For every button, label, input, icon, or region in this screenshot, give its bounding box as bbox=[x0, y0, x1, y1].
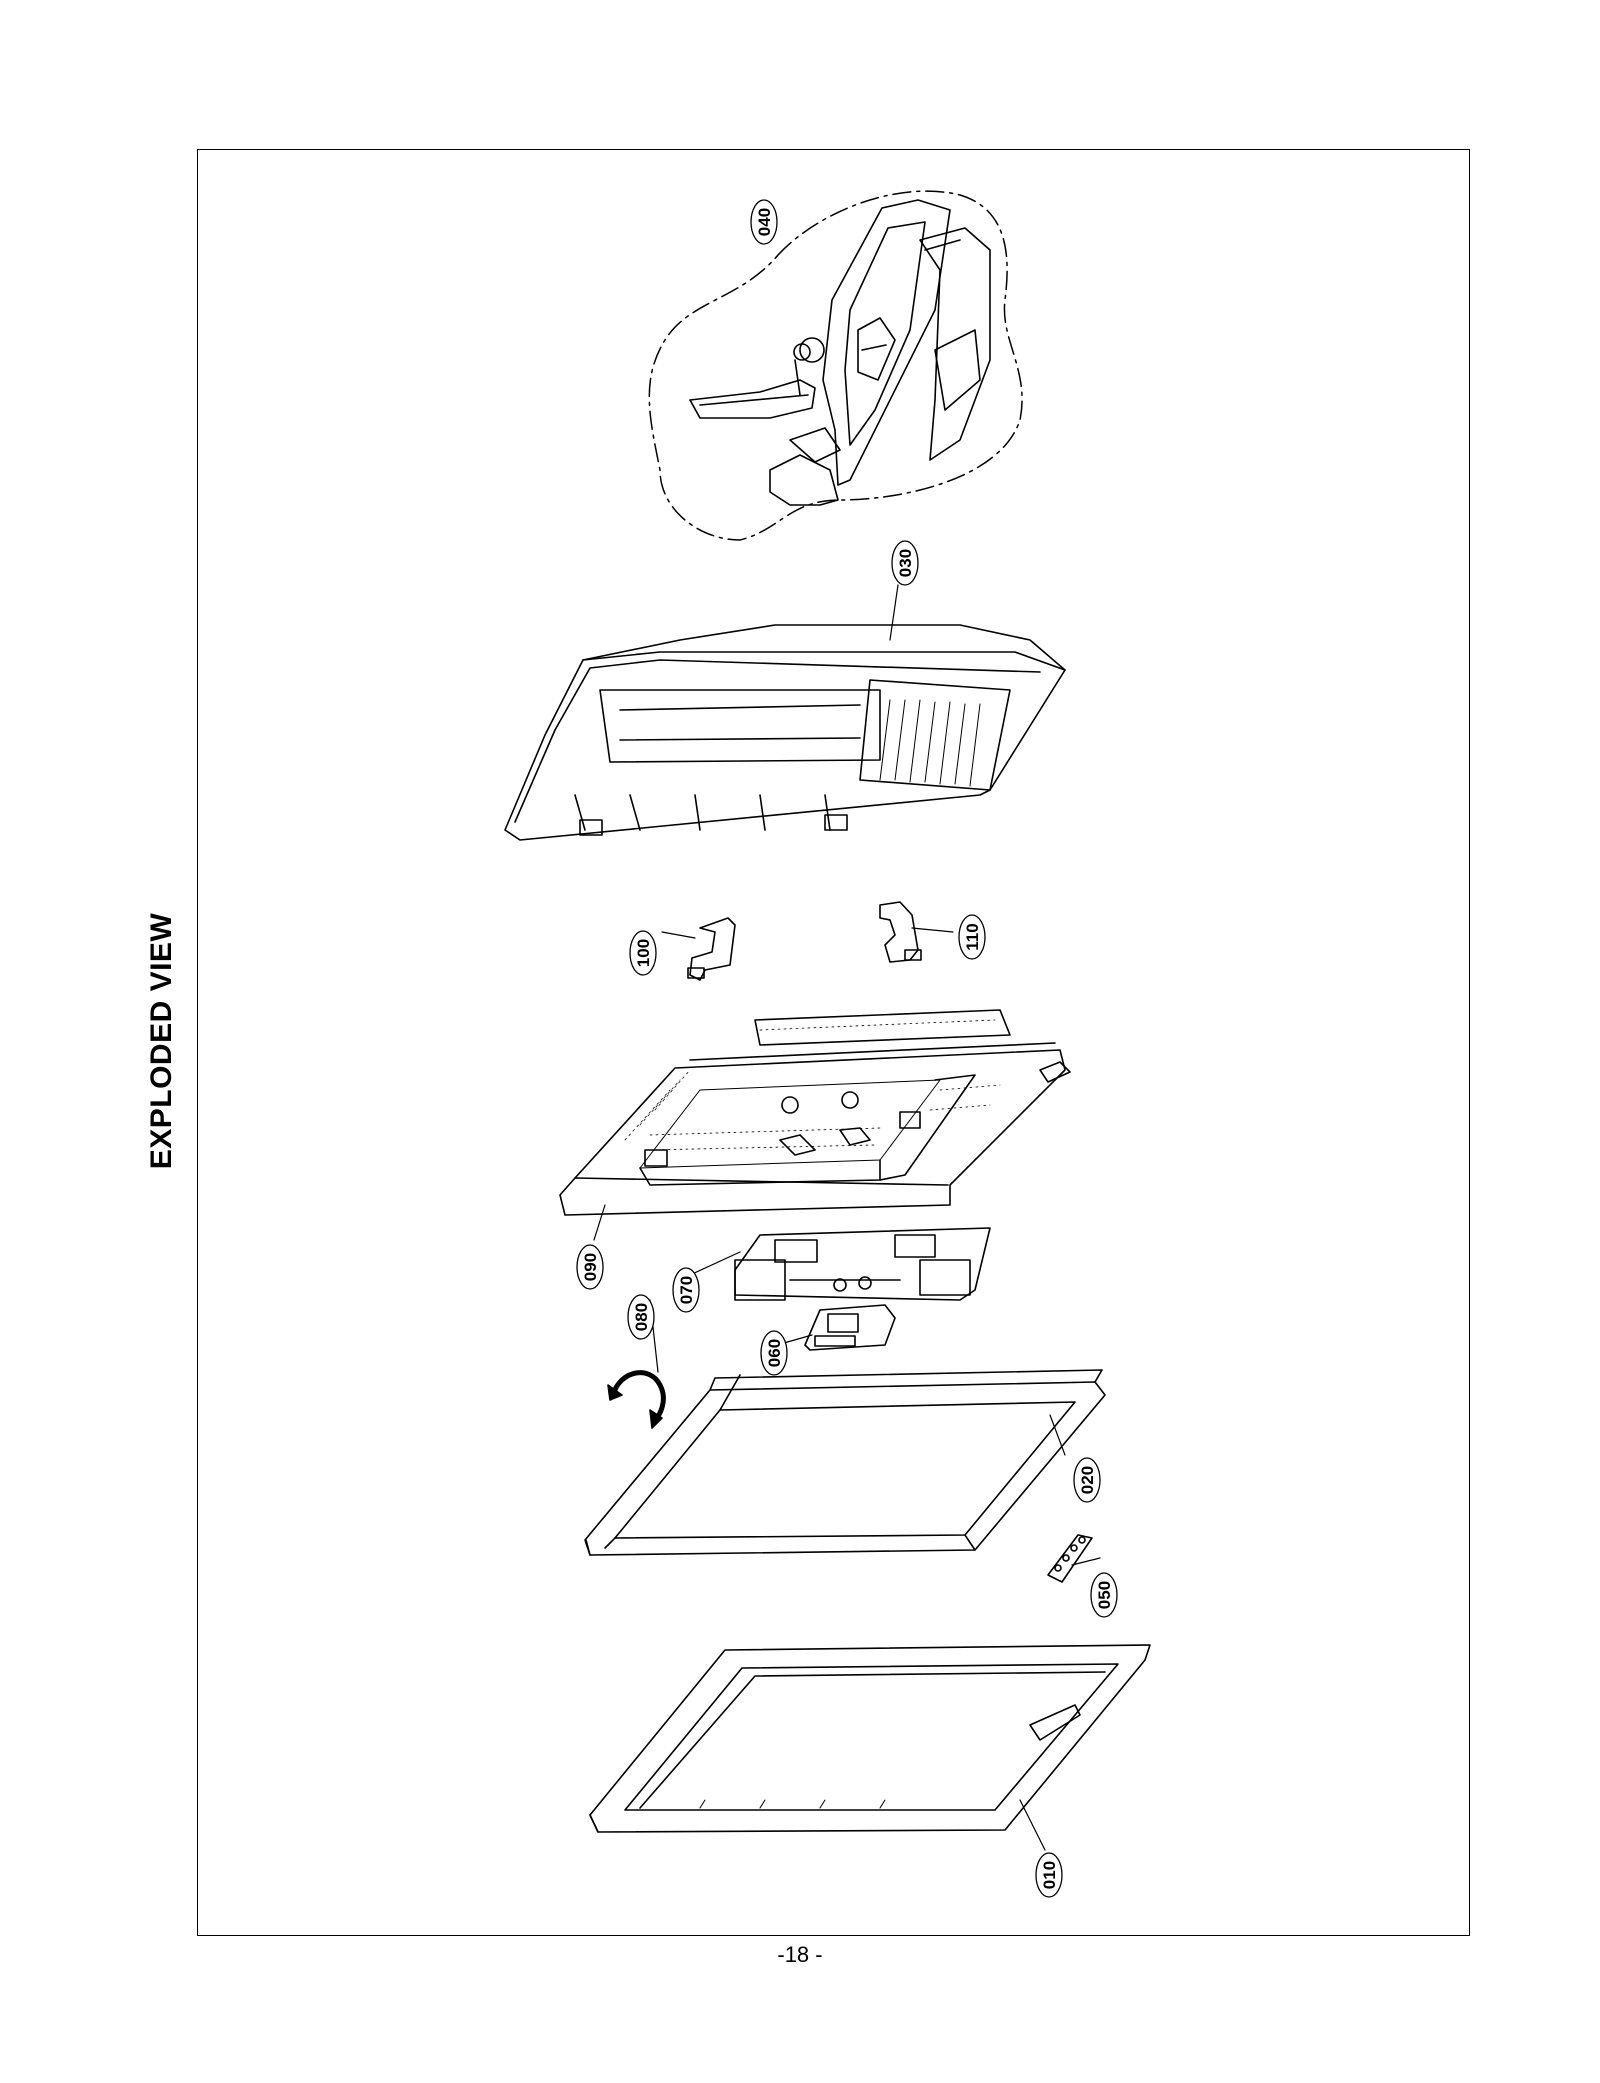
callout-070: 070 bbox=[672, 1267, 700, 1313]
callout-100-label: 100 bbox=[634, 939, 653, 967]
front-cabinet-drawing bbox=[589, 1644, 1151, 1833]
callout-050: 050 bbox=[1090, 1572, 1118, 1618]
callout-030: 030 bbox=[891, 540, 919, 586]
back-cover-drawing bbox=[504, 624, 1066, 841]
main-chassis-drawing bbox=[559, 1009, 1071, 1216]
callout-050-label: 050 bbox=[1095, 1581, 1114, 1609]
callout-010: 010 bbox=[1035, 1852, 1063, 1898]
main-pcb-drawing bbox=[734, 1227, 991, 1301]
leader-lines bbox=[593, 247, 1101, 1851]
callout-110-label: 110 bbox=[963, 923, 982, 950]
page-number: -18 - bbox=[777, 1942, 823, 1967]
lcd-panel-drawing bbox=[584, 1369, 1106, 1556]
callout-090: 090 bbox=[576, 1244, 604, 1290]
cable-drawing bbox=[607, 1370, 666, 1429]
callout-040: 040 bbox=[750, 199, 778, 245]
callout-100: 100 bbox=[629, 930, 657, 976]
diagram-frame bbox=[197, 149, 1470, 1936]
stand-assembly-drawing bbox=[648, 190, 1023, 541]
callout-060-label: 060 bbox=[765, 1339, 784, 1367]
callout-080-label: 080 bbox=[632, 1303, 651, 1331]
bracket-100-drawing bbox=[687, 917, 736, 981]
callout-030-label: 030 bbox=[896, 549, 915, 577]
callout-010-label: 010 bbox=[1040, 1861, 1059, 1889]
callout-090-label: 090 bbox=[581, 1253, 600, 1281]
bracket-110-drawing bbox=[879, 901, 922, 963]
callout-040-label: 040 bbox=[755, 208, 774, 236]
sub-pcb-drawing bbox=[804, 1304, 896, 1351]
callout-070-label: 070 bbox=[677, 1276, 696, 1304]
callout-020: 020 bbox=[1073, 1457, 1101, 1503]
callout-020-label: 020 bbox=[1078, 1466, 1097, 1494]
callout-080: 080 bbox=[627, 1294, 655, 1340]
callout-060: 060 bbox=[760, 1330, 788, 1376]
callout-110: 110 bbox=[958, 914, 986, 960]
button-board-drawing bbox=[1047, 1534, 1093, 1583]
